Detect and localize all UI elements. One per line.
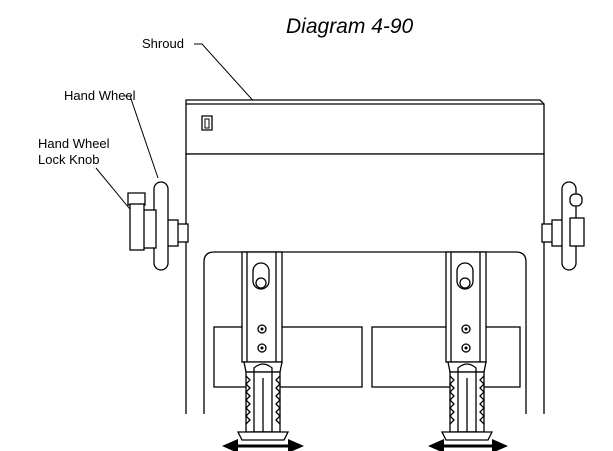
lock-knob-leader (95, 167, 135, 215)
shroud-label: Shroud (142, 36, 184, 51)
shroud (185, 99, 545, 414)
hand-wheel-left (127, 181, 189, 271)
diagram-title: Diagram 4-90 (286, 15, 414, 38)
slide-mechanism-left (236, 251, 290, 441)
lock-knob-label-line1: Hand Wheel (38, 136, 110, 151)
hand-wheel-right (541, 181, 585, 271)
slide-arrow-left (222, 439, 304, 451)
leader-lines (95, 43, 277, 215)
slide-mechanism-right (440, 251, 494, 441)
slide-arrow-right (428, 439, 508, 451)
shroud-leader (194, 43, 277, 127)
hand-wheel-leader (124, 95, 159, 179)
lock-knob-label-line2: Lock Knob (38, 152, 99, 167)
hand-wheel-label: Hand Wheel (64, 88, 136, 103)
